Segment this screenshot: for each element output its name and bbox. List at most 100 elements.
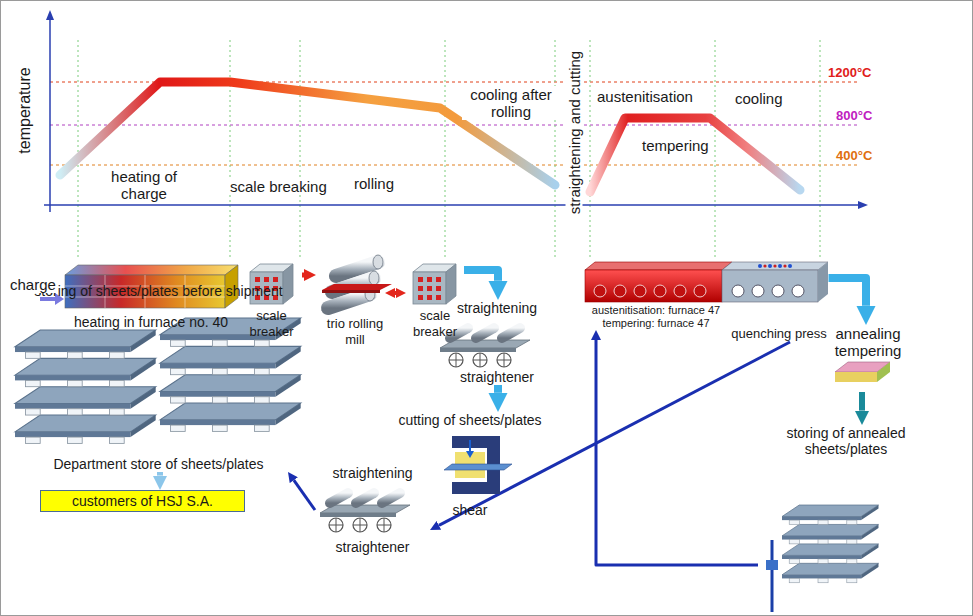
- drawing-part: [585, 262, 732, 270]
- flow-arrow: [439, 342, 790, 525]
- drawing-part: [50, 165, 860, 166]
- flow-arrow: [395, 291, 396, 295]
- drawing-part: [328, 294, 370, 308]
- drawing-part: [78, 40, 79, 258]
- scale-breaker: [413, 264, 456, 304]
- node-label: heating in furnace no. 40: [74, 314, 228, 330]
- drawing-part: [78, 40, 820, 258]
- chart-label: heating of charge: [100, 168, 188, 202]
- drawing-part: [835, 372, 877, 382]
- drawing-part: [858, 201, 868, 209]
- plate-stack: [782, 505, 878, 583]
- drawing-part: [766, 560, 778, 570]
- drawing-part: [715, 40, 716, 258]
- chart-label: 800°C: [834, 107, 874, 124]
- equipment-node: annealing tempering: [826, 325, 910, 392]
- chart-label: 1200°C: [826, 64, 874, 81]
- chart-label: rolling: [352, 175, 396, 192]
- trio-mill: [322, 255, 392, 308]
- stack-handle: [766, 540, 778, 612]
- node-label: Department store of sheets/plates: [53, 456, 263, 472]
- drawing-part: [782, 505, 878, 583]
- node-label: quenching press: [731, 326, 826, 342]
- flow-arrow: [302, 273, 304, 278]
- node-label: customers of HSJ S.A.: [72, 493, 213, 509]
- drawing-part: [469, 440, 471, 452]
- drawing-part: [585, 270, 722, 302]
- node-label: trio rolling mill: [316, 316, 394, 348]
- drawing-part: [373, 255, 383, 269]
- drawing-part: [758, 264, 762, 268]
- drawing-part: [654, 285, 666, 297]
- node-label: straightener: [336, 539, 410, 555]
- axis-label: temperature: [16, 48, 33, 172]
- drawing-part: [65, 265, 238, 275]
- drawing-part: [732, 285, 804, 297]
- equipment-node: scale breaker: [406, 262, 464, 340]
- drawing-part: [763, 264, 786, 267]
- drawing-part: [772, 285, 784, 297]
- flow-arrow: [859, 392, 865, 411]
- drawing-part: [877, 362, 890, 382]
- drawing-part: [778, 264, 782, 268]
- drawing-part: [694, 285, 706, 297]
- drawing-part: [818, 262, 828, 302]
- drawing-part: [788, 264, 792, 268]
- drawing-part: [783, 264, 786, 267]
- customer-box: customers of HSJ S.A.: [40, 490, 245, 512]
- chart-grid: [50, 40, 860, 258]
- flow-arrow: [464, 270, 498, 281]
- chart-axes: [44, 10, 868, 212]
- node-label: tempering: furnace 47: [602, 317, 709, 330]
- chart-label: cooling: [733, 90, 785, 107]
- drawing-part: [444, 464, 512, 470]
- flow-arrow: [829, 278, 867, 306]
- furnace-47: [585, 262, 732, 302]
- temperature-curve: [590, 118, 800, 192]
- drawing-part: [466, 451, 474, 458]
- plate-stack: [15, 330, 156, 443]
- drawing-part: [555, 40, 556, 258]
- node-label: austenitisation: furnace 47: [592, 304, 720, 317]
- drawing-part: [771, 540, 774, 612]
- drawing-part: [44, 204, 860, 206]
- drawing-part: [614, 285, 626, 297]
- drawing-part: [758, 264, 792, 268]
- chart-label: cooling after rolling: [462, 86, 560, 120]
- drawing-part: [768, 264, 772, 268]
- drawing-part: [674, 285, 686, 297]
- quenching-press: [722, 262, 828, 302]
- drawing-part: [634, 285, 646, 297]
- drawing-part: [369, 271, 379, 285]
- drawing-part: [49, 18, 51, 212]
- equipment-node: straighteningstraightener: [315, 465, 430, 555]
- node-label: annealing tempering: [826, 325, 910, 359]
- node-label: storing of annealed sheets/plates: [758, 425, 934, 457]
- chart-label: scale breaking: [228, 178, 329, 195]
- drawing-part: [365, 255, 383, 301]
- drawing-part: [46, 10, 54, 20]
- equipment-node: storing of sheets/plates before shipment…: [12, 283, 305, 472]
- drawing-part: [322, 290, 380, 293]
- flow-arrow: [157, 472, 163, 476]
- annealing-plate: [835, 362, 890, 382]
- drawing-part: [590, 40, 591, 258]
- drawing-part: [594, 285, 706, 297]
- node-label: scale breaker: [241, 308, 302, 340]
- drawing-part: [732, 285, 744, 297]
- equipment-node: scale breaker: [241, 262, 302, 340]
- chart-label: charge: [8, 276, 58, 293]
- flow-arrow: [596, 340, 758, 565]
- node-label: straightening: [457, 300, 537, 316]
- drawing-part: [763, 264, 766, 267]
- drawing-part: [820, 40, 821, 258]
- straightener: [320, 493, 410, 532]
- equipment-node: straighteningstraightener: [432, 300, 562, 385]
- drawing-part: [50, 125, 860, 126]
- flow-arrow: [494, 385, 502, 393]
- shear: [444, 436, 512, 494]
- equipment-node: storing of annealed sheets/plates: [758, 425, 934, 612]
- drawing-part: [300, 40, 301, 258]
